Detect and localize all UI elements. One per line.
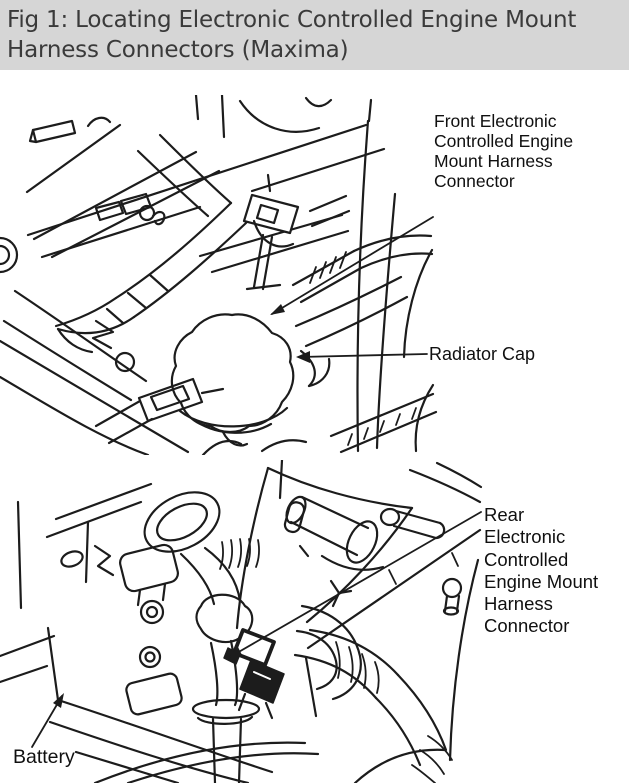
front-connector-label-line: Controlled Engine — [434, 131, 574, 151]
front-connector-leader-line — [270, 216, 434, 315]
engine-top-view-illustration — [0, 95, 438, 455]
figure-title: Fig 1: Locating Electronic Controlled En… — [0, 0, 629, 70]
front-connector-label-line: Front Electronic — [434, 111, 557, 131]
radiator-cap-arrow — [296, 351, 428, 363]
radiator-cap-label: Radiator Cap — [429, 344, 536, 364]
front-connector-label: Front Electronic Controlled Engine Mount… — [434, 111, 573, 191]
battery-label: Battery — [13, 746, 75, 768]
rear-connector-label-line: Rear — [484, 504, 525, 525]
rear-connector-label-line: Controlled — [484, 548, 569, 570]
rear-connector-label: Rear Electronic Controlled Engine Mount … — [484, 504, 598, 638]
front-connector-label-line: Connector — [434, 171, 515, 191]
rear-connector-label-line: Engine Mount — [484, 570, 599, 592]
rear-connector-label-line: Harness — [484, 593, 553, 615]
filler-neck-clamp — [94, 351, 225, 445]
front-connector-details — [245, 173, 282, 291]
rear-connector-label-line: Connector — [484, 615, 570, 637]
engine-linework-bottom — [0, 460, 483, 783]
rear-connector-label-line: Electronic — [484, 526, 566, 548]
battery-arrow — [31, 693, 64, 748]
rear-connector-leader-line — [228, 511, 482, 658]
engine-linework-top — [0, 95, 438, 455]
front-connector-shape — [242, 193, 300, 248]
engine-bottom-view-illustration — [0, 460, 483, 783]
front-connector-label-line: Mount Harness — [434, 151, 553, 171]
battery-shape — [46, 626, 274, 783]
radiator-cap-shape — [170, 313, 295, 447]
rear-connector-shape — [223, 628, 285, 720]
